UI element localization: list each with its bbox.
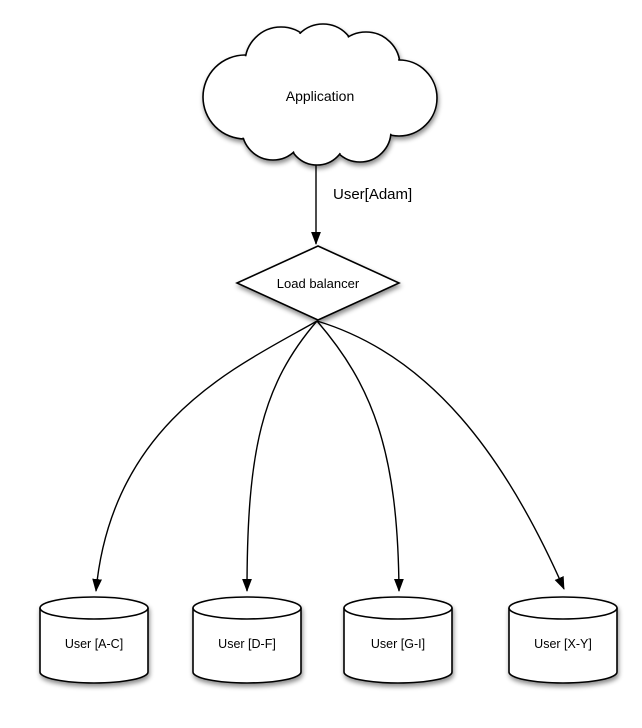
edge-lb-to-shard-1-path xyxy=(92,320,318,592)
cylinder-body xyxy=(343,608,453,684)
shard-node-3-label: User [G-I] xyxy=(371,637,425,651)
load-balancer-node xyxy=(235,245,401,321)
shard-node-1-label: User [A-C] xyxy=(65,637,123,651)
cylinder-body xyxy=(39,608,149,684)
diamond-shape xyxy=(235,245,401,321)
edge-lb-to-shard-3 xyxy=(316,320,404,592)
edge-lb-to-shard-1 xyxy=(92,320,318,592)
application-cloud-node xyxy=(202,23,438,166)
edge-lb-to-shard-2-path xyxy=(242,320,318,592)
edge-app-to-lb-label: User[Adam] xyxy=(333,186,412,203)
shard-node-3 xyxy=(343,596,453,684)
shard-node-2-label: User [D-F] xyxy=(218,637,276,651)
edge-lb-to-shard-4-path xyxy=(316,320,565,590)
application-node-label: Application xyxy=(286,88,355,104)
cylinder-top xyxy=(508,596,618,620)
cylinder-top xyxy=(192,596,302,620)
cloud-shape-fill xyxy=(204,25,436,164)
cylinder-body xyxy=(508,608,618,684)
edge-lb-to-shard-4 xyxy=(316,320,565,590)
shard-node-4-label: User [X-Y] xyxy=(534,637,592,651)
cylinder-body xyxy=(192,608,302,684)
edge-lb-to-shard-2 xyxy=(242,320,318,592)
cylinder-top xyxy=(39,596,149,620)
load-balancer-node-label: Load balancer xyxy=(277,276,360,291)
cylinder-top xyxy=(343,596,453,620)
shard-node-4 xyxy=(508,596,618,684)
shard-node-1 xyxy=(39,596,149,684)
shard-node-2 xyxy=(192,596,302,684)
edge-lb-to-shard-3-path xyxy=(316,320,404,592)
